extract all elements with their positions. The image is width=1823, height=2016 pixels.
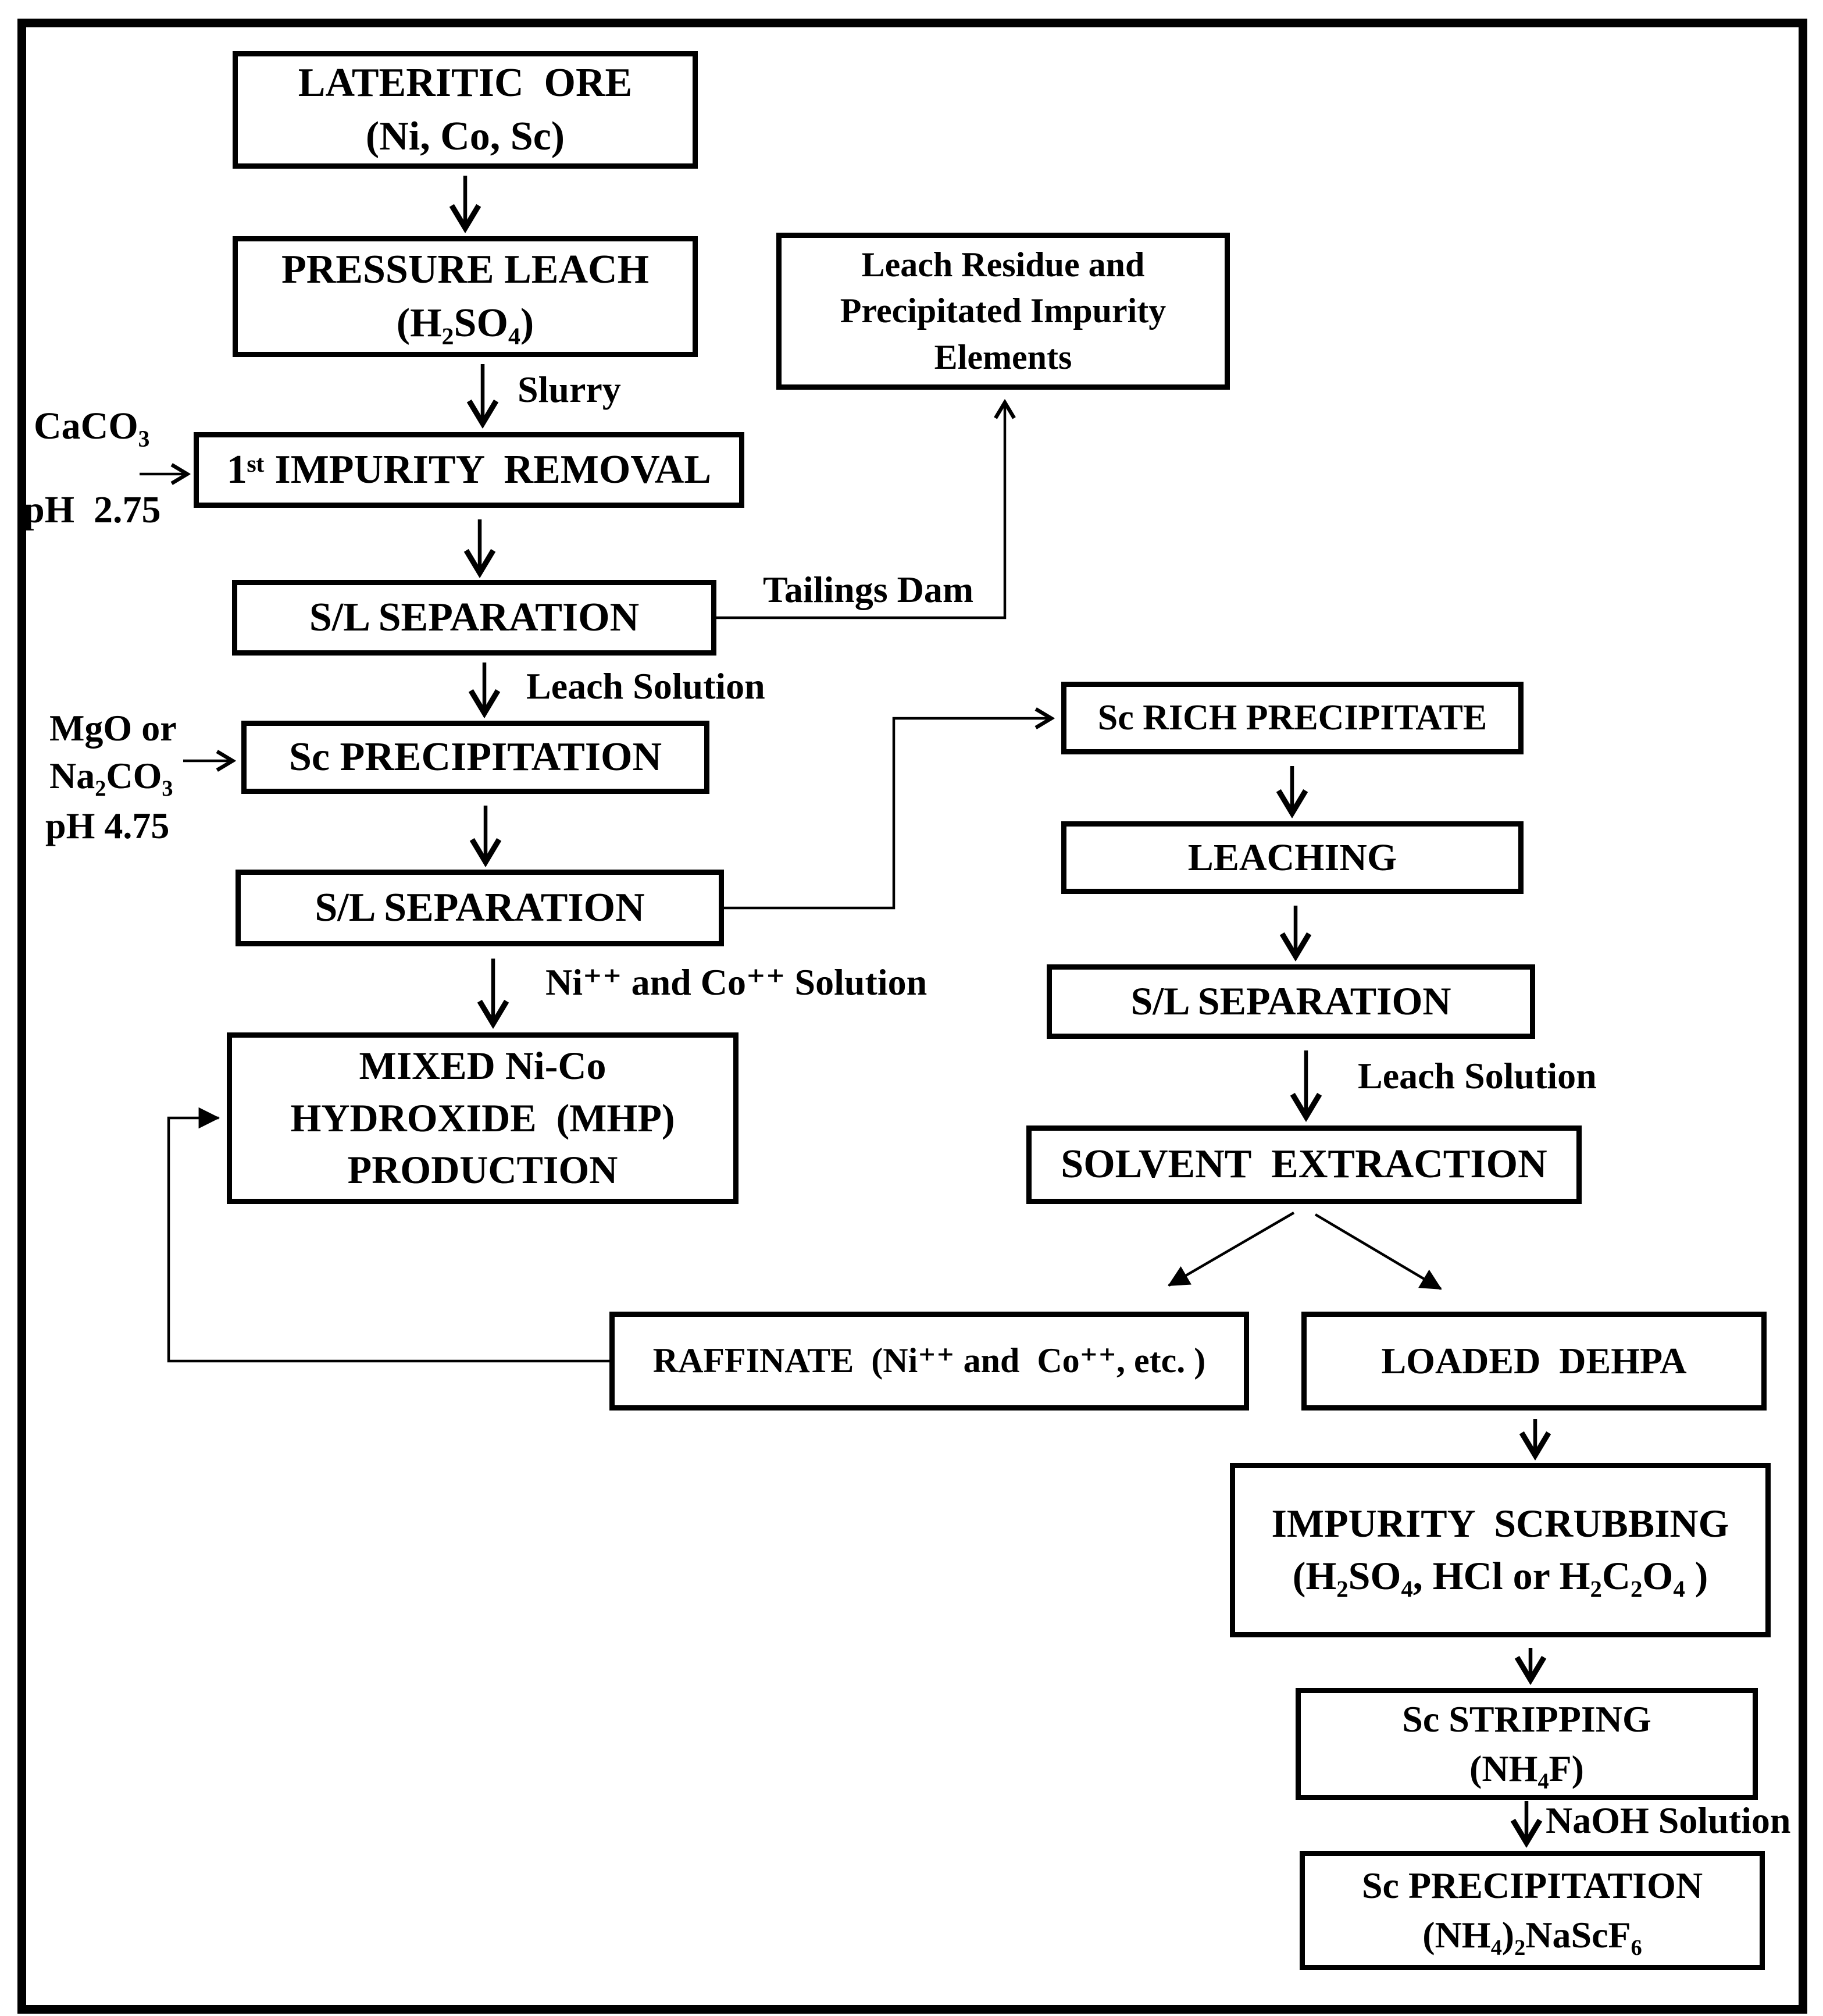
- edge-label-leach-solution-2: Leach Solution: [1358, 1055, 1597, 1096]
- node-mhp-production-line: PRODUCTION: [347, 1148, 618, 1192]
- node-loaded-dehpa: LOADED DEHPA: [1301, 1312, 1767, 1411]
- node-leaching: LEACHING: [1061, 821, 1524, 894]
- node-sl-separation-2: S/L SEPARATION: [236, 870, 724, 946]
- edge-label-tailings-dam: Tailings Dam: [763, 569, 974, 610]
- node-pressure-leach-line: PRESSURE LEACH: [281, 247, 650, 292]
- node-leach-residue-line: Leach Residue and: [861, 245, 1145, 284]
- edge-sl1-to-leach-residue-tailings-arrow: [716, 403, 1005, 619]
- edge-solvent-to-loaded-dehpa-arrow: [1314, 1213, 1442, 1290]
- node-sc-precipitation-1: Sc PRECIPITATION: [241, 721, 709, 794]
- node-impurity-scrubbing: IMPURITY SCRUBBING (H₂SO₄, HCl or H₂C₂O₄…: [1230, 1463, 1771, 1637]
- edge-label-slurry: Slurry: [518, 369, 621, 410]
- node-mhp-production-line: MIXED Ni-Co: [359, 1043, 607, 1088]
- node-first-impurity-removal: 1ˢᵗ IMPURITY REMOVAL: [194, 432, 744, 508]
- node-sl-separation-1-line: S/L SEPARATION: [309, 594, 640, 640]
- diagram-border: [17, 19, 1807, 2014]
- edge-sl2-to-sc-rich-precipitate-arrow: [724, 718, 1051, 910]
- node-mhp-production: MIXED Ni-Co HYDROXIDE (MHP) PRODUCTION: [227, 1032, 739, 1204]
- node-impurity-scrubbing-line: (H₂SO₄, HCl or H₂C₂O₄ ): [1292, 1554, 1708, 1598]
- node-sl-separation-2-line: S/L SEPARATION: [315, 885, 645, 930]
- node-mhp-production-line: HYDROXIDE (MHP): [290, 1095, 675, 1140]
- edge-solvent-to-raffinate-arrow: [1168, 1212, 1295, 1287]
- node-leach-residue: Leach Residue and Precipitated Impurity …: [776, 233, 1230, 390]
- node-leach-residue-line: Elements: [934, 337, 1072, 376]
- edge-label-naoh-solution: NaOH Solution: [1546, 1800, 1791, 1841]
- node-sl-separation-3-line: S/L SEPARATION: [1130, 979, 1451, 1024]
- node-loaded-dehpa-line: LOADED DEHPA: [1381, 1340, 1687, 1381]
- reagent-label-mgo-or: MgO or: [49, 707, 177, 749]
- node-leach-residue-line: Precipitated Impurity: [840, 291, 1166, 330]
- node-raffinate: RAFFINATE (Ni⁺⁺ and Co⁺⁺, etc. ): [609, 1312, 1249, 1411]
- node-sl-separation-3: S/L SEPARATION: [1047, 964, 1535, 1039]
- node-sc-precipitation-2-line: Sc PRECIPITATION: [1361, 1865, 1703, 1907]
- edge-label-leach-solution-1: Leach Solution: [526, 665, 765, 707]
- node-sc-rich-precipitate-line: Sc RICH PRECIPITATE: [1097, 697, 1487, 738]
- node-lateritic-ore: LATERITIC ORE (Ni, Co, Sc): [233, 51, 698, 169]
- node-sc-stripping-line: (NH₄F): [1469, 1747, 1584, 1789]
- node-sl-separation-1: S/L SEPARATION: [232, 580, 716, 656]
- node-sc-stripping: Sc STRIPPING (NH₄F): [1296, 1688, 1758, 1800]
- node-sc-precipitation-2-line: (NH₄)₂NaScF₆: [1422, 1914, 1642, 1956]
- reagent-label-ph-2-75: pH 2.75: [23, 489, 161, 531]
- node-sc-precipitation-1-line: Sc PRECIPITATION: [288, 734, 662, 779]
- reagent-label-na2co3: Na₂CO₃: [49, 755, 173, 796]
- node-leaching-line: LEACHING: [1187, 836, 1397, 879]
- edge-raffinate-to-mhp-loop-arrow: [167, 1107, 609, 1363]
- node-sc-precipitation-2: Sc PRECIPITATION (NH₄)₂NaScF₆: [1300, 1851, 1765, 1970]
- node-lateritic-ore-line: LATERITIC ORE: [298, 60, 633, 105]
- node-impurity-scrubbing-line: IMPURITY SCRUBBING: [1271, 1501, 1729, 1546]
- node-raffinate-line: RAFFINATE (Ni⁺⁺ and Co⁺⁺, etc. ): [652, 1341, 1206, 1380]
- node-pressure-leach: PRESSURE LEACH (H₂SO₄): [233, 236, 698, 357]
- node-lateritic-ore-line: (Ni, Co, Sc): [365, 114, 565, 159]
- node-first-impurity-removal-line: 1ˢᵗ IMPURITY REMOVAL: [226, 447, 712, 492]
- node-pressure-leach-line: (H₂SO₄): [396, 301, 534, 346]
- edge-label-nico-solution: Ni⁺⁺ and Co⁺⁺ Solution: [545, 961, 927, 1003]
- reagent-label-ph-4-75: pH 4.75: [45, 805, 170, 846]
- node-sc-stripping-line: Sc STRIPPING: [1402, 1698, 1651, 1740]
- node-solvent-extraction: SOLVENT EXTRACTION: [1026, 1125, 1582, 1204]
- node-sc-rich-precipitate: Sc RICH PRECIPITATE: [1061, 682, 1524, 754]
- reagent-label-caco3: CaCO₃: [34, 405, 150, 447]
- node-solvent-extraction-line: SOLVENT EXTRACTION: [1061, 1142, 1547, 1187]
